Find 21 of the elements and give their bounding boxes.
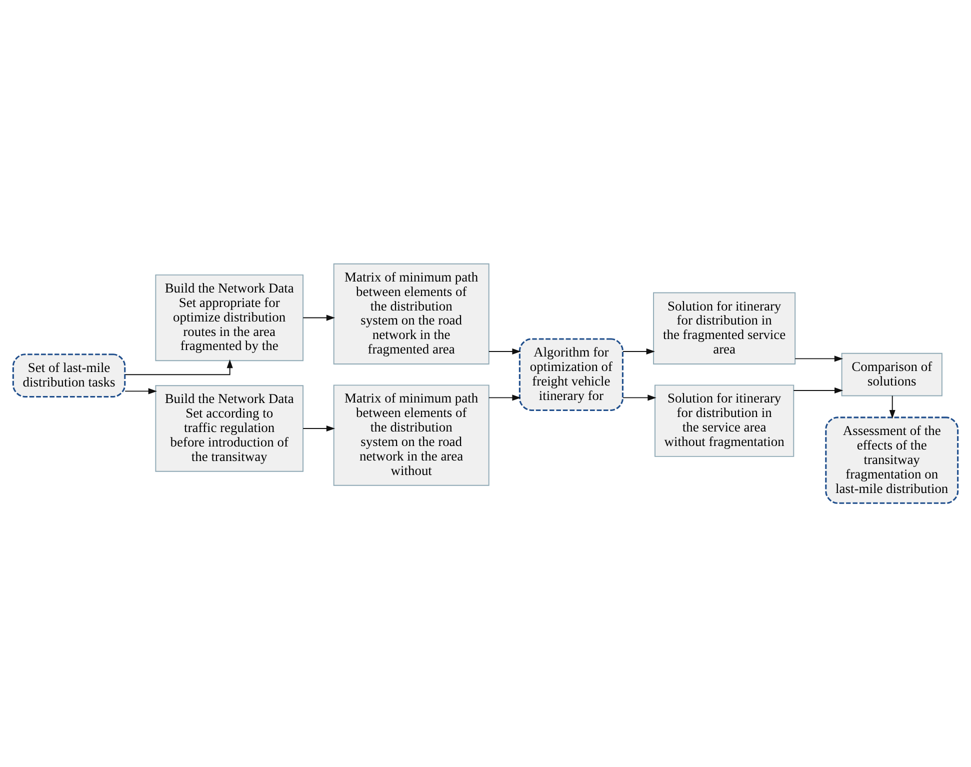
node-box: Build the Network Data Set according to traffic regulation before introduction of the transitway — [155, 385, 304, 472]
arrow — [302, 314, 336, 321]
arrow — [622, 394, 656, 401]
arrow — [622, 348, 655, 355]
node-box: Solution for itinerary for distribution in the service area without fragmentation — [654, 384, 794, 457]
arrow — [124, 388, 158, 394]
node-box: Build the Network Data Set appropriate for optimize distribution routes in the area fragmented by the — [155, 274, 304, 362]
node-box: Matrix of minimum path between elements of the distribution system on the road network in the fragmented area — [333, 263, 490, 364]
arrow — [889, 395, 896, 419]
arrow — [302, 425, 336, 432]
node-box: Solution for itinerary for distribution in the fragmented service area — [653, 292, 796, 364]
arrow — [488, 394, 521, 401]
node-box: Comparison of solutions — [841, 352, 942, 396]
arrow — [488, 348, 521, 355]
node-box: Assessment of the effects of the transitway fragmentation on last-mile distribution — [825, 416, 959, 504]
node-box: Set of last-mile distribution tasks — [12, 354, 126, 398]
arrow — [124, 359, 233, 376]
node-box: Algorithm for optimization of freight vehicle itinerary for — [518, 338, 624, 411]
arrow — [793, 387, 844, 394]
node-box: Matrix of minimum path between elements of the distribution system on the road network in the area without — [333, 384, 490, 486]
arrow — [794, 356, 844, 362]
